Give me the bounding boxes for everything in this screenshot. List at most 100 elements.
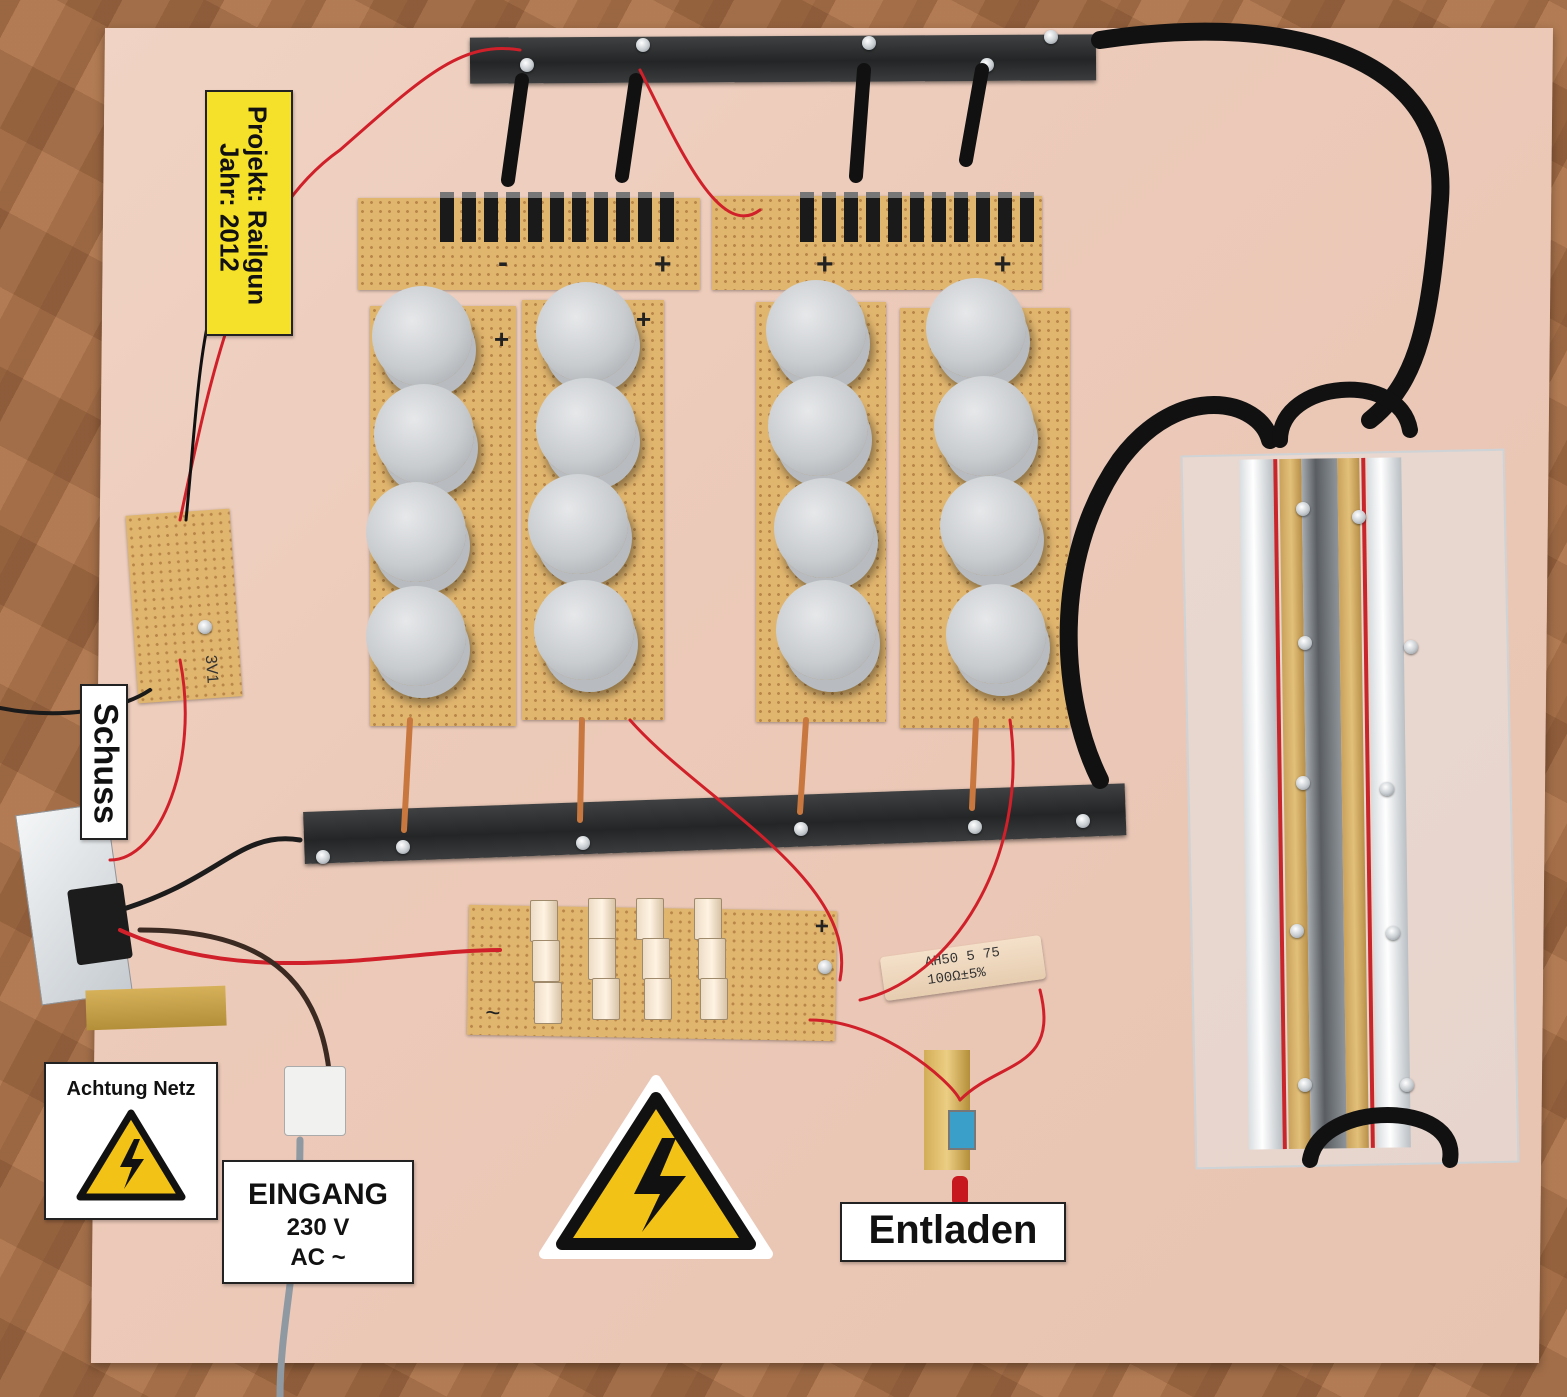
screw (636, 38, 650, 52)
screw (1076, 814, 1090, 828)
capacitor (766, 280, 866, 380)
entladen-label: Entladen (840, 1202, 1066, 1262)
mosfet (932, 192, 946, 242)
schuss-label-text: Schuss (86, 703, 125, 824)
capacitor (774, 478, 874, 578)
mosfet (954, 192, 968, 242)
relay (644, 978, 672, 1020)
screw (818, 960, 832, 974)
screw (576, 836, 590, 850)
eingang-line1: EINGANG (247, 1178, 388, 1211)
screw (396, 840, 410, 854)
eingang-line2: 230 V (286, 1214, 350, 1241)
eingang-line3: AC ~ (290, 1244, 346, 1271)
screw (1298, 636, 1312, 650)
mosfet (484, 192, 498, 242)
plus-mark-left-board: + (654, 248, 672, 281)
screw (1296, 776, 1310, 790)
capacitor (536, 282, 636, 382)
capacitor (528, 474, 628, 574)
mains-terminal-block (284, 1066, 346, 1136)
small-board-label: 3V1 (201, 654, 221, 685)
screw (1386, 926, 1400, 940)
relay (700, 978, 728, 1020)
ac-mark-top: ~ (486, 935, 502, 966)
mosfet (638, 192, 652, 242)
relay (588, 938, 616, 980)
capacitor (534, 580, 634, 680)
eingang-label: EINGANG 230 V AC ~ (222, 1160, 414, 1284)
capacitor (372, 286, 472, 386)
capacitor (934, 376, 1034, 476)
mosfet (888, 192, 902, 242)
screw (1044, 30, 1058, 44)
mosfet (462, 192, 476, 242)
mosfet (594, 192, 608, 242)
achtung-netz-label: Achtung Netz (44, 1062, 218, 1220)
project-label: Projekt: Railgun Jahr: 2012 (205, 90, 293, 336)
screw (1352, 510, 1366, 524)
mosfet (866, 192, 880, 242)
screw (1290, 924, 1304, 938)
mosfet (616, 192, 630, 242)
capacitor (366, 482, 466, 582)
mosfet (506, 192, 520, 242)
capacitor (536, 378, 636, 478)
plus-mark-right-board: + (994, 248, 1012, 281)
relay (530, 900, 558, 942)
mosfet (528, 192, 542, 242)
mosfet (800, 192, 814, 242)
plus-mark-cap-board-1: + (494, 324, 510, 354)
capacitor (940, 476, 1040, 576)
mosfet (1020, 192, 1034, 242)
screw (1404, 640, 1418, 654)
high-voltage-warning-icon (76, 1109, 186, 1201)
mosfet (844, 192, 858, 242)
screw (862, 36, 876, 50)
ac-mark-bottom: ~ (485, 997, 501, 1028)
mosfet (660, 192, 674, 242)
screw (520, 58, 534, 72)
screw (794, 822, 808, 836)
capacitor (768, 376, 868, 476)
screw (980, 58, 994, 72)
top-busbar (469, 34, 1097, 84)
discharge-toggle-switch[interactable] (948, 1110, 976, 1150)
mosfet (910, 192, 924, 242)
power-inlet-socket (66, 882, 134, 966)
capacitor (946, 584, 1046, 684)
screw (198, 620, 212, 634)
screw (1298, 1078, 1312, 1092)
mosfet (998, 192, 1012, 242)
capacitor (366, 586, 466, 686)
project-label-line1: Projekt: Railgun (242, 105, 273, 306)
project-label-line2: Jahr: 2012 (214, 143, 245, 272)
screw (1400, 1078, 1414, 1092)
mosfet (440, 192, 454, 242)
entladen-text: Entladen (868, 1208, 1038, 1252)
capacitor (776, 580, 876, 680)
screw (1380, 782, 1394, 796)
schuss-label: Schuss (80, 684, 128, 840)
discharge-toggle-lever[interactable] (952, 1176, 968, 1206)
relay (532, 940, 560, 982)
relay (534, 982, 562, 1024)
mosfet (572, 192, 586, 242)
mosfet (976, 192, 990, 242)
screw (968, 820, 982, 834)
relay (592, 978, 620, 1020)
mounting-bracket (85, 985, 227, 1031)
high-voltage-warning-icon (539, 1075, 773, 1259)
relay (698, 938, 726, 980)
minus-mark-left-board: - (498, 246, 508, 279)
relay (694, 898, 722, 940)
plus-mark-cap-board-2: + (636, 304, 652, 334)
achtung-netz-text: Achtung Netz (66, 1078, 196, 1100)
relay (642, 938, 670, 980)
capacitor (374, 384, 474, 484)
plus-mark-charging: + (814, 912, 830, 941)
mosfet (822, 192, 836, 242)
capacitor (926, 278, 1026, 378)
screw (316, 850, 330, 864)
relay (636, 898, 664, 940)
